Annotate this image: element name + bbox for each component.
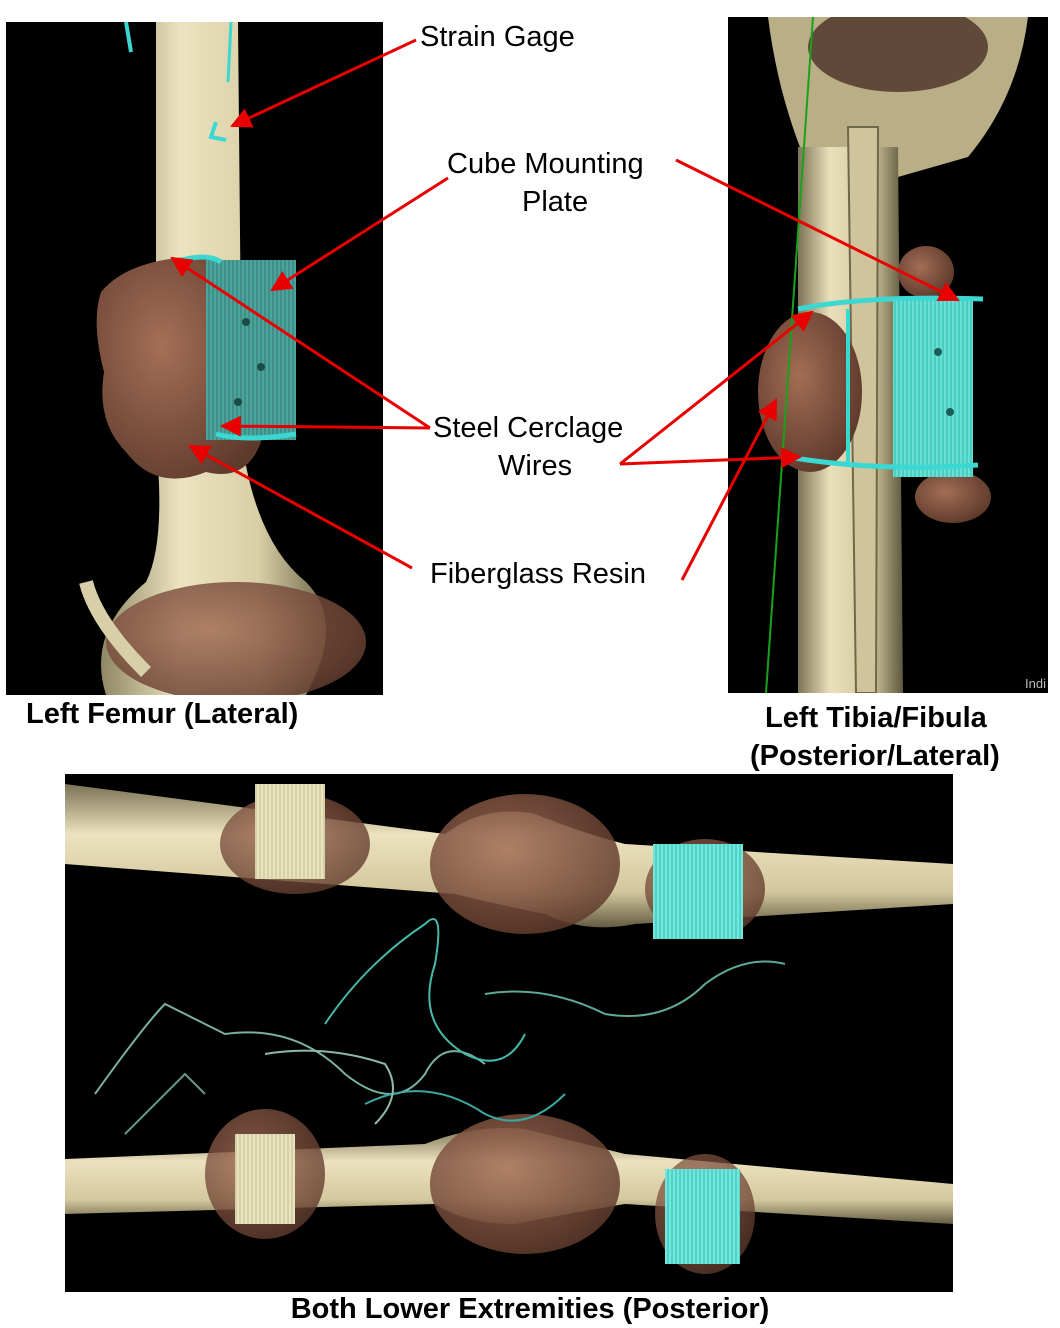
caption-tibia-line2: (Posterior/Lateral) (750, 740, 1000, 772)
label-steel-cerclage-line2: Wires (498, 450, 573, 482)
caption-both: Both Lower Extremities (Posterior) (290, 1293, 770, 1325)
label-fiberglass-resin: Fiberglass Resin (430, 558, 646, 590)
watermark-text: Indi (1025, 676, 1046, 691)
tibia-illustration (758, 17, 1028, 693)
label-cube-mounting-plate-line1: Cube Mounting (447, 148, 644, 180)
label-strain-gage: Strain Gage (420, 21, 575, 53)
both-extremities-image (65, 774, 953, 1292)
femur-image (6, 22, 383, 695)
tibia-fibula-image: Indi (728, 17, 1048, 693)
both-extremities-illustration (65, 784, 953, 1274)
label-steel-cerclage-line1: Steel Cerclage (433, 412, 624, 444)
caption-tibia-line1: Left Tibia/Fibula (765, 702, 987, 734)
label-cube-mounting-plate-line2: Plate (522, 186, 589, 218)
femur-illustration (79, 22, 366, 695)
caption-femur: Left Femur (Lateral) (26, 698, 299, 730)
